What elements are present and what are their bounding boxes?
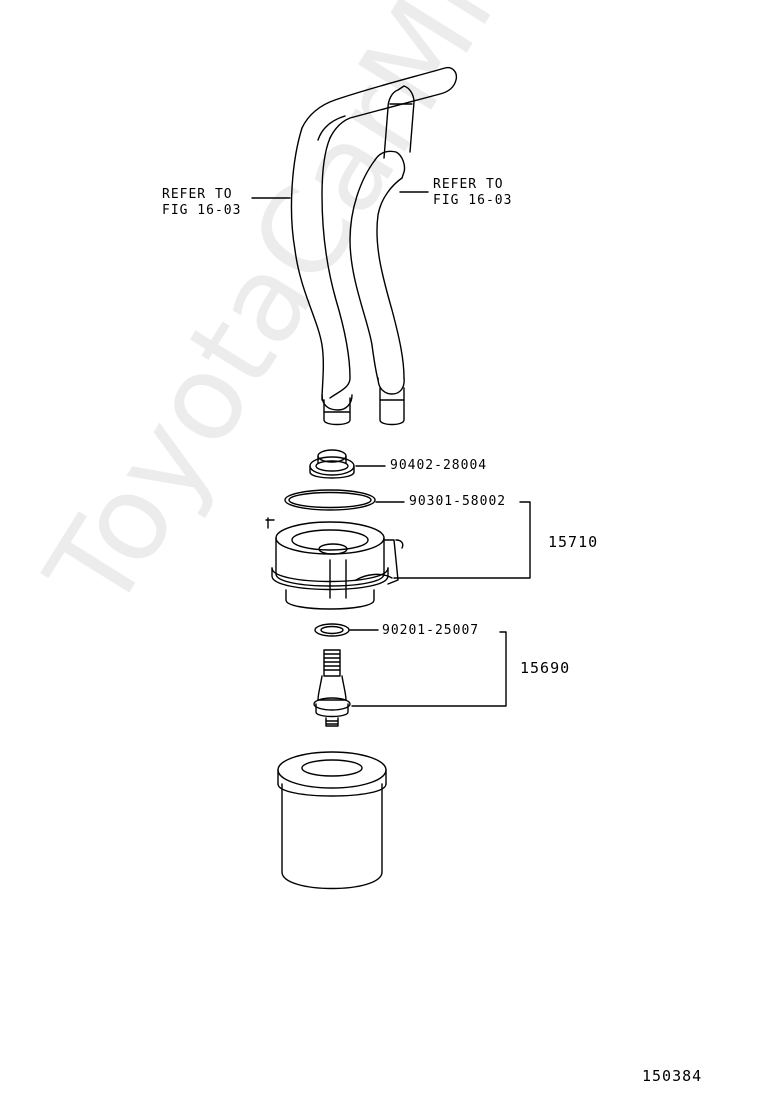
part-number-cooler[interactable]: 15710 [548, 533, 599, 551]
part-number-union[interactable]: 15690 [520, 659, 571, 677]
refer-left-line1: REFER TO [162, 187, 233, 202]
oil-cooler-part [266, 518, 403, 609]
leader-cooler-upper [394, 502, 530, 578]
refer-label-left: REFER TO FIG 16-03 [162, 187, 241, 219]
leader-union [352, 632, 506, 706]
refer-right-line2: FIG 16-03 [433, 193, 513, 208]
refer-right-line1: REFER TO [433, 177, 504, 192]
oil-filter-part [278, 752, 386, 889]
plug-part [310, 450, 354, 478]
union-bolt-part [314, 650, 350, 726]
part-number-plug[interactable]: 90402-28004 [390, 458, 488, 473]
water-hoses [291, 68, 456, 425]
gasket-small-part [315, 624, 349, 636]
figure-number: 150384 [642, 1067, 703, 1085]
refer-left-line2: FIG 16-03 [162, 203, 242, 218]
refer-label-right: REFER TO FIG 16-03 [433, 177, 512, 209]
part-number-oring[interactable]: 90301-58002 [409, 494, 507, 509]
oring-large-part [285, 490, 375, 510]
part-number-gasket[interactable]: 90201-25007 [382, 623, 480, 638]
